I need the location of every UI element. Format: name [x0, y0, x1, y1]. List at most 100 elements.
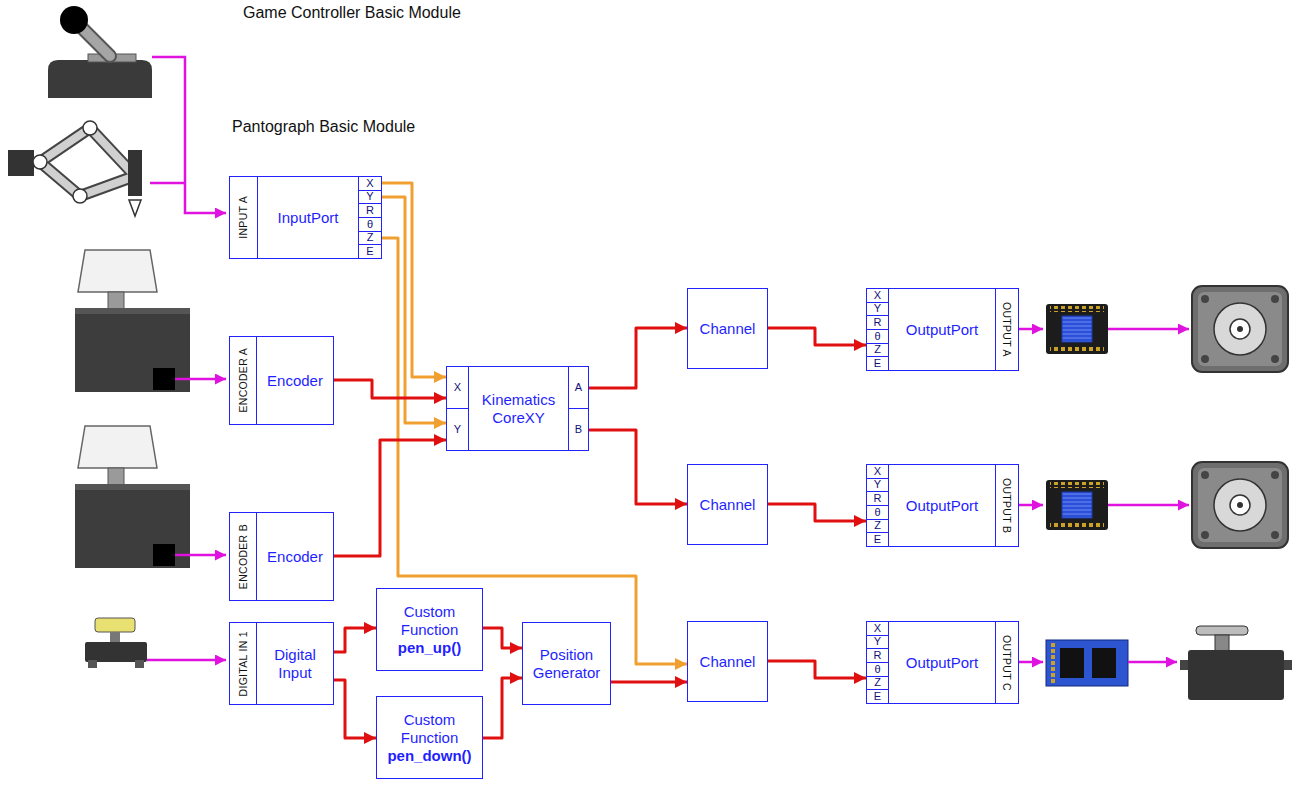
port-cell: θ — [866, 505, 889, 520]
servo-driver-illustration — [1092, 648, 1116, 678]
port-tab: OUTPUT A — [995, 288, 1019, 371]
stepper-driver-illustration — [1046, 304, 1108, 354]
process-box: OutputPort — [888, 464, 996, 547]
block-label: OutputPort — [906, 497, 979, 515]
module-label: Game Controller Basic Module — [243, 4, 461, 22]
pantograph-illustration — [129, 200, 141, 216]
process-box: Digital Input — [256, 622, 334, 705]
signal-arrow — [175, 378, 226, 381]
port-label: Z — [367, 232, 374, 243]
port-label: Y — [874, 303, 881, 314]
signal-arrow — [1108, 328, 1189, 331]
port-cell: Z — [866, 343, 889, 358]
block-label: Channel — [700, 496, 756, 514]
port-name: ENCODER A — [237, 348, 250, 413]
block-label: Channel — [700, 320, 756, 338]
port-tab: ENCODER A — [229, 336, 257, 425]
servo-motor-illustration — [1196, 626, 1248, 635]
port-name: INPUT A — [237, 196, 250, 239]
signal-arrow — [1108, 504, 1189, 507]
module-label: Pantograph Basic Module — [232, 118, 415, 136]
stepper-motor-illustration — [1192, 286, 1288, 372]
block-label: InputPort — [278, 209, 339, 227]
port-label: θ — [874, 507, 880, 518]
push-button-illustration — [88, 660, 97, 668]
joystick-illustration — [48, 60, 152, 98]
block-label: pen_up() — [398, 639, 461, 657]
signal-arrow — [152, 57, 226, 213]
block-node: Custom Functionpen_down() — [376, 696, 483, 779]
pantograph-illustration — [73, 189, 87, 203]
stepper-motor-illustration — [1192, 462, 1288, 548]
block-label: Encoder — [267, 372, 323, 390]
encoder-knob-illustration — [75, 250, 190, 392]
block-label: Digital Input — [259, 646, 331, 682]
port-cell: Y — [358, 190, 382, 205]
joystick-illustration — [80, 26, 110, 56]
port-cell: B — [568, 408, 589, 451]
servo-driver-illustration — [1046, 640, 1128, 686]
port-cell: θ — [866, 662, 889, 677]
signal-connector — [334, 440, 446, 556]
port-label: Y — [366, 191, 373, 202]
port-label: X — [874, 290, 881, 301]
port-label: R — [874, 317, 882, 328]
signal-connector — [611, 681, 687, 684]
pantograph-illustration — [40, 128, 135, 196]
block-label: Position Generator — [525, 646, 608, 682]
signal-arrow — [1019, 504, 1043, 507]
port-label: A — [575, 382, 582, 393]
port-label: X — [366, 178, 373, 189]
port-label: Z — [874, 677, 881, 688]
port-cell: X — [866, 621, 889, 636]
block-node: ENCODER BEncoder — [229, 512, 334, 601]
push-button-illustration — [135, 660, 144, 668]
encoder-knob-illustration — [75, 250, 190, 392]
port-tab: OUTPUT C — [995, 621, 1019, 704]
block-label: OutputPort — [906, 654, 979, 672]
block-node: XYRθZEOutputPortOUTPUT B — [866, 464, 1019, 547]
port-label: Y — [874, 636, 881, 647]
port-label: θ — [874, 331, 880, 342]
encoder-knob-illustration — [75, 426, 190, 568]
function-box: Custom Functionpen_up() — [376, 588, 483, 671]
signal-connector — [483, 678, 522, 738]
port-label: θ — [367, 219, 373, 230]
servo-driver-illustration — [1046, 640, 1128, 686]
port-label: Z — [874, 344, 881, 355]
signal-connector — [589, 430, 687, 504]
port-cell: R — [866, 491, 889, 506]
pantograph-illustration — [40, 128, 135, 196]
signal-connector — [483, 628, 522, 648]
port-label: R — [874, 650, 882, 661]
port-tab: DIGITAL IN 1 — [229, 622, 257, 705]
port-cell: R — [866, 648, 889, 663]
port-cell: R — [358, 203, 382, 218]
port-label: E — [366, 246, 373, 257]
servo-driver-illustration — [1060, 648, 1084, 678]
signal-arrow — [147, 57, 1189, 662]
servo-driver-illustration — [1048, 642, 1055, 684]
signal-connector — [768, 328, 866, 345]
port-cell: X — [866, 464, 889, 479]
stepper-motor-illustration — [1192, 286, 1288, 372]
port-name: DIGITAL IN 1 — [237, 631, 250, 696]
signal-connector — [382, 183, 446, 377]
port-tab: ENCODER B — [229, 512, 257, 601]
push-button-illustration — [85, 642, 147, 662]
block-label: Kinematics CoreXY — [471, 391, 566, 427]
port-label: E — [874, 358, 881, 369]
port-label: E — [874, 534, 881, 545]
block-node: XYKinematics CoreXYAB — [446, 366, 589, 451]
stepper-driver-illustration — [1046, 304, 1108, 354]
block-label: Channel — [700, 653, 756, 671]
signal-arrow — [150, 182, 185, 185]
port-cell: R — [866, 315, 889, 330]
port-cell: θ — [866, 329, 889, 344]
port-cell: Y — [866, 635, 889, 650]
process-box: Channel — [687, 464, 768, 545]
signal-connector — [768, 661, 866, 678]
